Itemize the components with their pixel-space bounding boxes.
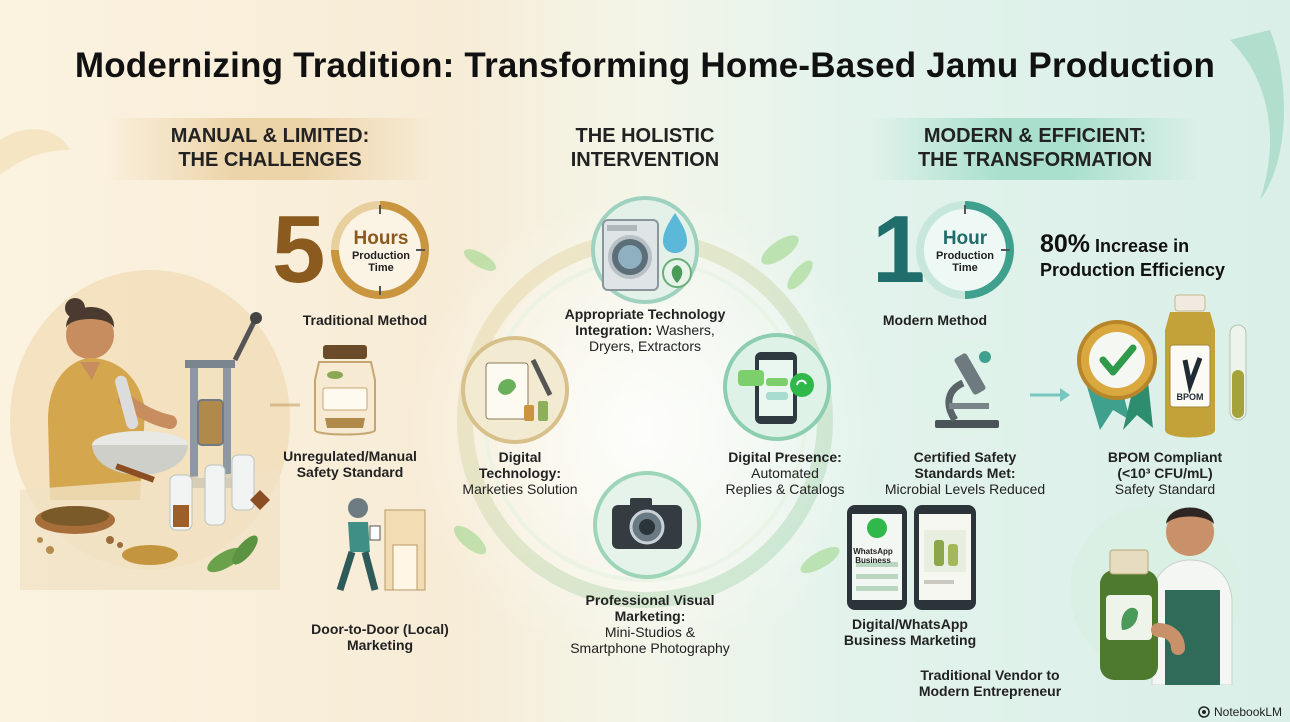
left-title-line1: MANUAL & LIMITED: (170, 125, 370, 147)
walking-vendor-icon (336, 498, 426, 592)
efficiency-percent: 80% (1040, 230, 1091, 258)
modern-timer-text: Hour Production Time (920, 228, 1010, 274)
clock-icon (331, 201, 429, 299)
brand-mark: NotebookLM (1198, 705, 1282, 719)
efficiency-line2: Production Efficiency (1040, 260, 1226, 280)
whatsapp-marketing-label: Digital/WhatsApp Business Marketing (825, 616, 995, 648)
whatsapp-bold1: Digital/WhatsApp (852, 616, 968, 632)
traditional-method-caption: Traditional Method (270, 312, 460, 328)
right-title-line2: THE TRANSFORMATION (917, 149, 1153, 171)
entrepreneur-illustration (1070, 505, 1240, 685)
door-to-door-label: Door-to-Door (Local) Marketing (295, 621, 465, 653)
whatsapp-bold2: Business Marketing (843, 632, 977, 648)
production-label: Production (351, 250, 411, 262)
technology-integration-label: Appropriate Technology Integration: Wash… (540, 306, 750, 354)
certified-line3: Microbial Levels Reduced (884, 481, 1046, 497)
safety-line1: Unregulated/Manual (283, 448, 417, 464)
camera-icon (593, 471, 701, 579)
center-section-title: THE HOLISTIC INTERVENTION (520, 124, 770, 172)
vendor-entrepreneur-label: Traditional Vendor to Modern Entrepreneu… (915, 667, 1065, 699)
digital-technology-icon (461, 336, 569, 444)
visual-bold2: Marketing: (614, 608, 686, 624)
bpom-bold1: BPOM Compliant (1107, 449, 1223, 465)
digital-technology-label: Digital Technology: Marketies Solution (440, 449, 600, 497)
left-section-banner (105, 118, 435, 180)
marketing-line1: Door-to-Door (Local) (311, 621, 449, 637)
bpom-badge-bottle-icon (1077, 294, 1247, 438)
bpom-bold2: (<10³ CFU/mL) (1117, 465, 1213, 481)
time-label-modern: Time (952, 262, 978, 274)
visual-line4: Smartphone Photography (570, 640, 730, 656)
bpom-bottle-label: BPOM (1176, 392, 1204, 402)
page-title: Modernizing Tradition: Transforming Home… (74, 46, 1216, 85)
modern-method-caption: Modern Method (860, 312, 1010, 328)
microscope-icon (919, 339, 1015, 435)
visual-bold1: Professional Visual (585, 592, 715, 608)
center-title-line2: INTERVENTION (570, 149, 720, 171)
brand-text: NotebookLM (1214, 705, 1283, 719)
bpom-line3: Safety Standard (1114, 481, 1216, 497)
marketing-line2: Marketing (346, 637, 414, 653)
visual-line3: Mini-Studios & (604, 624, 696, 640)
whatsapp-screen-line2: Business (855, 556, 891, 565)
digital-presence-label: Digital Presence: Automated Replies & Ca… (705, 449, 865, 497)
time-label: Time (368, 262, 394, 274)
hour-label: Hour (942, 228, 988, 249)
hours-label: Hours (353, 228, 409, 249)
tech-line3: Dryers, Extractors (588, 338, 701, 354)
tech-bold1: Appropriate Technology (564, 306, 726, 322)
presence-line3: Replies & Catalogs (725, 481, 845, 497)
efficiency-stat: 80% Increase in Production Efficiency (1040, 232, 1270, 282)
traditional-hours-number: 5 (272, 196, 326, 303)
safety-line2: Safety Standard (296, 464, 404, 480)
production-label-modern: Production (935, 250, 995, 262)
washing-machine-icon (591, 196, 699, 304)
unregulated-safety-label: Unregulated/Manual Safety Standard (265, 448, 435, 480)
phone-chat-icon (723, 333, 831, 441)
notebooklm-icon (1198, 706, 1210, 718)
right-section-banner (870, 118, 1200, 180)
vendor-line1: Traditional Vendor to (920, 667, 1060, 683)
digital-tech-bold2: Technology: (478, 465, 562, 481)
right-section-title: MODERN & EFFICIENT: THE TRANSFORMATION (870, 124, 1200, 172)
right-title-line1: MODERN & EFFICIENT: (923, 125, 1147, 147)
herb-jar-icon (314, 345, 376, 436)
certified-bold2: Standards Met: (914, 465, 1016, 481)
visual-marketing-label: Professional Visual Marketing: Mini-Stud… (540, 592, 760, 656)
presence-bold1: Digital Presence: (728, 449, 842, 465)
certified-safety-label: Certified Safety Standards Met: Microbia… (860, 449, 1070, 497)
left-title-line2: THE CHALLENGES (178, 149, 362, 171)
whatsapp-screen-line1: WhatsApp (853, 547, 893, 556)
whatsapp-phones-icon (847, 505, 976, 610)
whatsapp-business-screen-text: WhatsApp Business (846, 547, 900, 565)
tech-rest2: Washers, (652, 322, 715, 338)
presence-line2: Automated (751, 465, 819, 481)
bpom-compliant-label: BPOM Compliant (<10³ CFU/mL) Safety Stan… (1080, 449, 1250, 497)
certified-bold1: Certified Safety (913, 449, 1017, 465)
efficiency-rest: Increase in (1090, 236, 1190, 256)
traditional-timer-text: Hours Production Time (336, 228, 426, 274)
digital-tech-bold1: Digital (498, 449, 542, 465)
clock-icon-modern (916, 201, 1015, 299)
vendor-line2: Modern Entrepreneur (918, 683, 1062, 699)
modern-method-text: Modern Method (882, 312, 988, 328)
woman-grinding-herbs-illustration (20, 298, 280, 590)
traditional-method-text: Traditional Method (302, 312, 428, 328)
digital-tech-line3: Marketies Solution (462, 481, 578, 497)
left-section-title: MANUAL & LIMITED: THE CHALLENGES (105, 124, 435, 172)
tech-bold2: Integration: (575, 322, 653, 338)
center-title-line1: THE HOLISTIC (575, 125, 715, 147)
